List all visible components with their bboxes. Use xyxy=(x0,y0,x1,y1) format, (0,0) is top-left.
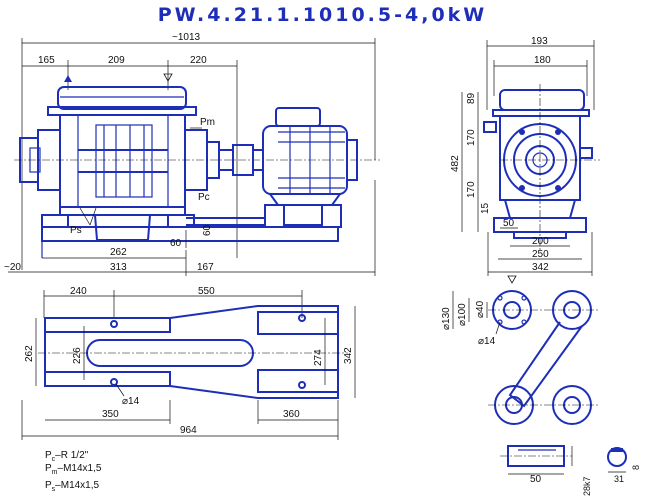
dim-274: 274 xyxy=(313,349,324,366)
dim-550: 550 xyxy=(198,286,215,297)
dim-20: ~20 xyxy=(4,262,21,273)
dim-226: 226 xyxy=(72,347,83,364)
dim-89: 89 xyxy=(466,92,477,104)
dim-342-side: 342 xyxy=(532,262,549,273)
dim-hole-14: ⌀14 xyxy=(122,396,140,407)
dim-180: 180 xyxy=(534,55,551,66)
dim-313: 313 xyxy=(110,262,127,273)
dim-key-8: 8 xyxy=(631,465,641,470)
dim-193: 193 xyxy=(531,36,548,47)
dim-165: 165 xyxy=(38,55,55,66)
dim-shaft-28k7: 28k7 xyxy=(582,476,592,496)
dim-60-left: 60 xyxy=(170,238,182,249)
dim-170-upper: 170 xyxy=(466,129,477,146)
base-plan-view: 240 550 262 226 274 342 ⌀14 350 3 xyxy=(21,286,356,440)
side-view: 193 180 482 89 170 170 15 50 xyxy=(450,36,600,276)
dim-flange-14: ⌀14 xyxy=(478,336,496,347)
legend-pc: Pc–R 1/2" xyxy=(45,450,89,463)
dim-50-side: 50 xyxy=(503,218,515,229)
dim-250: 250 xyxy=(532,249,549,260)
dim-240: 240 xyxy=(70,286,87,297)
dim-262-base: 262 xyxy=(24,345,35,362)
dim-shaft-31: 31 xyxy=(614,474,624,484)
dim-flange-130: ⌀130 xyxy=(441,307,452,330)
dim-209: 209 xyxy=(108,55,125,66)
outlet-marker xyxy=(163,73,173,82)
dim-170-lower: 170 xyxy=(466,181,477,198)
dim-flange-40: ⌀40 xyxy=(475,300,486,318)
dim-167: 167 xyxy=(197,262,214,273)
dim-360: 360 xyxy=(283,409,300,420)
front-view: ~1013 165 209 220 xyxy=(4,32,380,276)
dim-262: 262 xyxy=(110,247,127,258)
legend-pm: Pm–M14x1,5 xyxy=(45,463,102,476)
flange-view: ⌀130 ⌀100 ⌀40 ⌀14 xyxy=(441,275,600,425)
dim-220: 220 xyxy=(190,55,207,66)
dim-964: 964 xyxy=(180,425,197,436)
dim-482: 482 xyxy=(450,155,461,172)
dim-flange-100: ⌀100 xyxy=(457,303,468,326)
legend-ps: Ps–M14x1,5 xyxy=(45,480,100,493)
dim-15: 15 xyxy=(480,202,491,214)
dim-350: 350 xyxy=(102,409,119,420)
label-pm: Pm xyxy=(200,117,215,128)
dim-overall: ~1013 xyxy=(172,32,201,43)
label-ps: Ps xyxy=(70,225,82,236)
dim-200: 200 xyxy=(532,236,549,247)
port-legend: Pc–R 1/2" Pm–M14x1,5 Ps–M14x1,5 xyxy=(45,450,102,493)
dim-342-base: 342 xyxy=(343,347,354,364)
dim-60-right: 60 xyxy=(202,224,213,236)
inlet-marker xyxy=(64,75,72,82)
shaft-detail: 50 28k7 31 8 xyxy=(500,445,641,496)
dim-shaft-50: 50 xyxy=(530,474,542,485)
drawing-title: PW.4.21.1.1010.5-4,0kW xyxy=(157,4,488,26)
label-pc: Pc xyxy=(198,192,210,203)
